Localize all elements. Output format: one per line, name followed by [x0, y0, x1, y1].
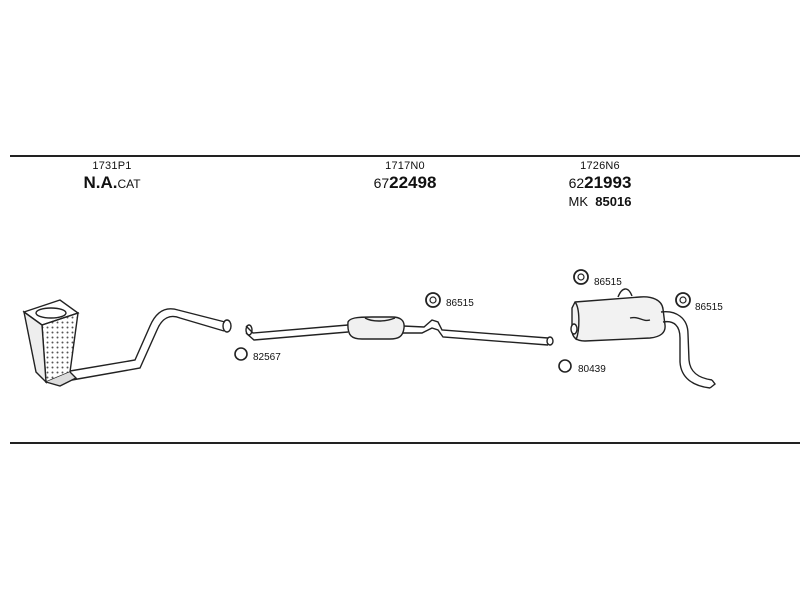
- part-number-prefix: 62: [568, 175, 585, 191]
- mounting-kit-value: 85016: [595, 194, 632, 209]
- clamp-rear: 80439: [558, 359, 606, 375]
- part-number-main: 21993: [584, 173, 632, 192]
- clamp-front: 82567: [234, 347, 281, 363]
- mounting-kit-number: MK 85016: [545, 194, 655, 209]
- hanger-rear-right-label: 86515: [695, 302, 723, 313]
- center-muffler: [347, 316, 405, 340]
- hanger-rear-top: 86515: [573, 269, 622, 288]
- part-rear-muffler-header: 1726N6 6221993 MK 85016: [545, 160, 655, 209]
- part-number: 6221993: [545, 173, 655, 193]
- part-title-bold: N.A.: [83, 173, 118, 192]
- part-number-prefix: 67: [373, 175, 390, 191]
- rear-muffler: [570, 288, 666, 342]
- bottom-divider: [10, 442, 800, 444]
- catalytic-converter: [22, 299, 80, 387]
- top-divider: [10, 155, 800, 157]
- intermediate-pipe: [245, 319, 554, 346]
- hanger-rear-right: 86515: [675, 292, 723, 313]
- hanger-mid: 86515: [425, 292, 474, 309]
- part-title: N.A.CAT: [62, 173, 162, 193]
- part-code: 1726N6: [580, 160, 620, 172]
- part-number-main: 22498: [389, 173, 437, 192]
- hanger-mid-label: 86515: [446, 298, 474, 309]
- part-code: 1717N0: [385, 160, 425, 172]
- part-center-muffler-header: 1717N0 6722498: [350, 160, 460, 193]
- mounting-kit-prefix: MK: [568, 194, 589, 209]
- part-code: 1731P1: [92, 160, 132, 172]
- part-catalytic-converter-header: 1731P1 N.A.CAT: [62, 160, 162, 193]
- tail-pipe: [660, 311, 716, 389]
- part-number: 6722498: [350, 173, 460, 193]
- clamp-front-label: 82567: [253, 352, 281, 363]
- front-pipe: [69, 308, 232, 381]
- clamp-rear-label: 80439: [578, 364, 606, 375]
- hanger-rear-top-label: 86515: [594, 277, 622, 288]
- part-title-suffix: CAT: [117, 177, 141, 191]
